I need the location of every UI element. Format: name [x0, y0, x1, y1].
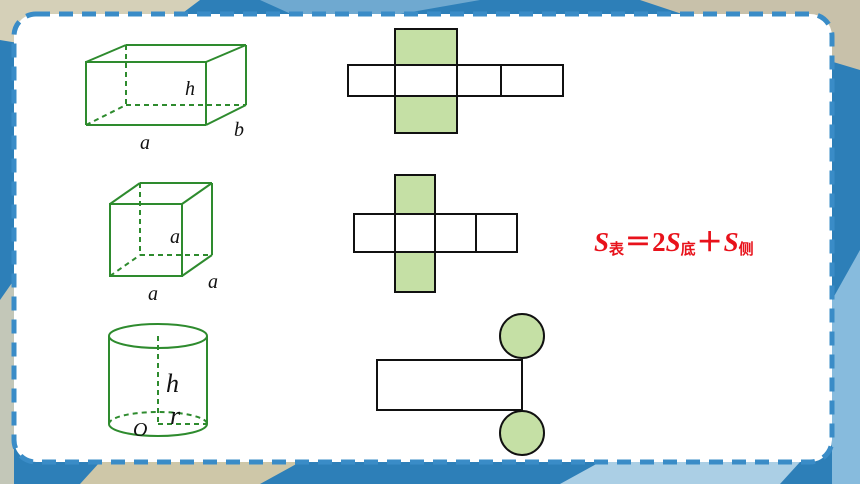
formula-term1-sub: 底: [680, 240, 696, 258]
formula-term2-var: S: [723, 227, 739, 257]
cylinder-net-top-circle: [499, 313, 545, 359]
cylinder-label-o: O: [133, 419, 147, 441]
cube-net-face-3: [434, 213, 477, 253]
cuboid-label-a: a: [140, 132, 150, 154]
cuboid-net-top-face: [394, 28, 458, 66]
cylinder-net-bottom-circle: [499, 410, 545, 456]
surface-area-formula: S表＝2S底＋S侧: [594, 220, 824, 264]
formula-term1-var: S: [665, 227, 681, 257]
cube-label-height: a: [170, 226, 180, 248]
cuboid-label-b: b: [234, 119, 244, 141]
cuboid-label-h: h: [185, 78, 195, 100]
cube-net: [353, 174, 518, 293]
cube-net-face-2: [394, 213, 436, 253]
cylinder-label-h: h: [166, 369, 179, 398]
cuboid-net-face-3: [456, 64, 502, 97]
cuboid-net-face-1: [347, 64, 396, 97]
cuboid-net-face-2: [394, 64, 458, 97]
formula-lhs-sub: 表: [609, 240, 625, 258]
cube-net-top-face: [394, 174, 436, 216]
cube-label-width: a: [208, 271, 218, 293]
cube-net-face-1: [353, 213, 396, 253]
cube-solid: [109, 182, 213, 277]
cube-net-bottom-face: [394, 251, 436, 293]
cylinder-label-r: r: [170, 401, 181, 430]
cuboid-net-bottom-face: [394, 95, 458, 134]
formula-plus: ＋: [696, 228, 723, 258]
formula-equals: ＝: [625, 228, 652, 258]
cube-net-face-4: [475, 213, 518, 253]
cylinder-solid: [108, 323, 208, 437]
cuboid-net: [347, 28, 564, 134]
cylinder-net: [376, 313, 545, 456]
cylinder-net-lateral-rect: [376, 359, 523, 411]
cube-label-length: a: [148, 283, 158, 305]
cuboid-solid: [85, 44, 247, 126]
formula-lhs-var: S: [594, 227, 610, 257]
cuboid-net-face-4: [500, 64, 564, 97]
formula-coef: 2: [652, 227, 666, 257]
formula-term2-sub: 侧: [738, 240, 754, 258]
